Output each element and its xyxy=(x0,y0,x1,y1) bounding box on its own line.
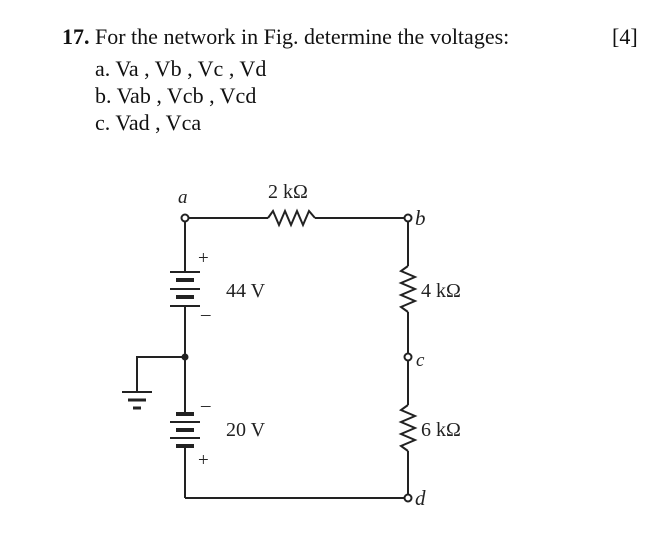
node-label-d: d xyxy=(415,486,426,510)
resistor-6k-label: 6 kΩ xyxy=(421,419,461,441)
ground-icon xyxy=(122,391,152,410)
junction-dot xyxy=(181,353,189,361)
terminal-c xyxy=(403,352,413,362)
battery-44v-plus: + xyxy=(198,248,209,269)
resistor-4k xyxy=(398,265,418,313)
part-b: b. Vab , Vcb , Vcd xyxy=(95,83,257,108)
terminal-a xyxy=(180,213,190,223)
resistor-2k-label: 2 kΩ xyxy=(268,181,308,203)
battery-44v xyxy=(170,271,200,307)
node-label-c: c xyxy=(416,350,425,371)
resistor-4k-label: 4 kΩ xyxy=(421,280,461,302)
resistor-6k xyxy=(398,404,418,452)
wire-ground xyxy=(136,356,185,392)
question-line: 17. For the network in Fig. determine th… xyxy=(62,24,509,50)
terminal-b xyxy=(403,213,413,223)
terminal-d xyxy=(403,493,413,503)
battery-44v-minus: – xyxy=(200,304,211,325)
battery-20v-label: 20 V xyxy=(226,419,266,441)
question-text: For the network in Fig. determine the vo… xyxy=(95,24,510,49)
marks-label: [4] xyxy=(612,24,638,49)
battery-20v xyxy=(170,412,200,448)
question-number: 17. xyxy=(62,24,90,49)
battery-44v-label: 44 V xyxy=(226,280,266,302)
part-c: c. Vad , Vca xyxy=(95,110,202,135)
part-a: a. Va , Vb , Vc , Vd xyxy=(95,56,267,81)
node-label-b: b xyxy=(415,206,426,230)
node-label-a: a xyxy=(178,187,188,208)
battery-20v-minus: – xyxy=(200,395,211,416)
resistor-2k xyxy=(267,208,316,228)
battery-20v-plus: + xyxy=(198,450,209,471)
